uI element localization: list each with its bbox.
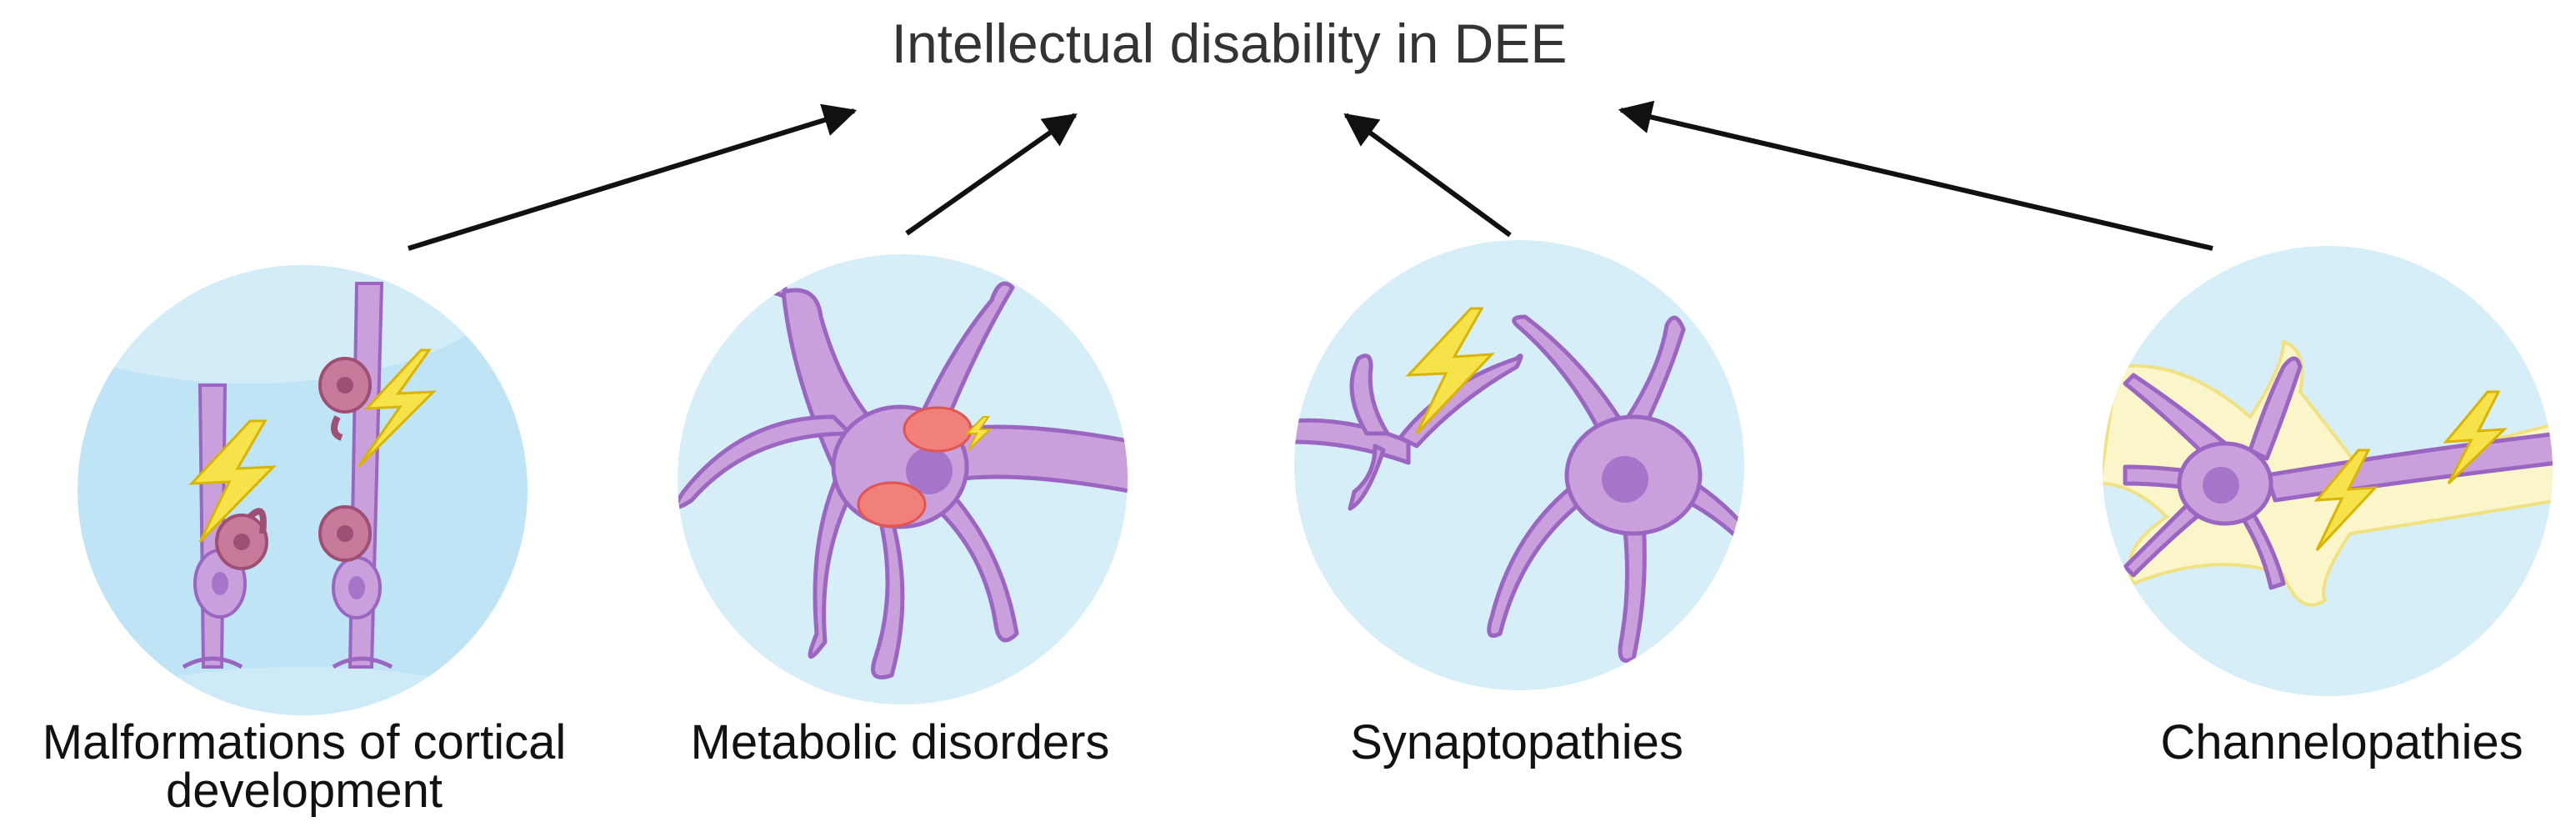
label-metabolic: Metabolic disorders xyxy=(690,715,1110,769)
arrow-channelopathies xyxy=(1618,100,2213,251)
arrow-synaptopathies xyxy=(1343,113,1512,238)
arrow-malformations xyxy=(408,103,858,251)
neuron-icon xyxy=(678,278,1128,679)
label-malformations: Malformations of cortical development xyxy=(42,715,567,818)
panel-metabolic xyxy=(678,254,1128,704)
panel-channelopathies xyxy=(2103,246,2553,696)
mitochondrion-icon xyxy=(857,406,973,528)
label-synaptopathies: Synaptopathies xyxy=(1350,715,1683,769)
panel-malformations xyxy=(78,265,528,715)
panel-synaptopathies xyxy=(1294,240,1744,690)
figure-title: Intellectual disability in DEE xyxy=(891,13,1568,74)
lightning-bolt-icon xyxy=(357,348,437,469)
lightning-bolt-icon xyxy=(2443,390,2508,485)
lightning-bolt-icon xyxy=(1405,307,1495,435)
arrow-metabolic xyxy=(905,113,1078,236)
lightning-bolt-icon xyxy=(2313,449,2378,552)
lightning-bolt-icon xyxy=(188,419,277,544)
lightning-bolt-icon xyxy=(964,416,993,451)
label-channelopathies: Channelopathies xyxy=(2160,715,2523,769)
neuron-icon xyxy=(1294,307,1744,663)
